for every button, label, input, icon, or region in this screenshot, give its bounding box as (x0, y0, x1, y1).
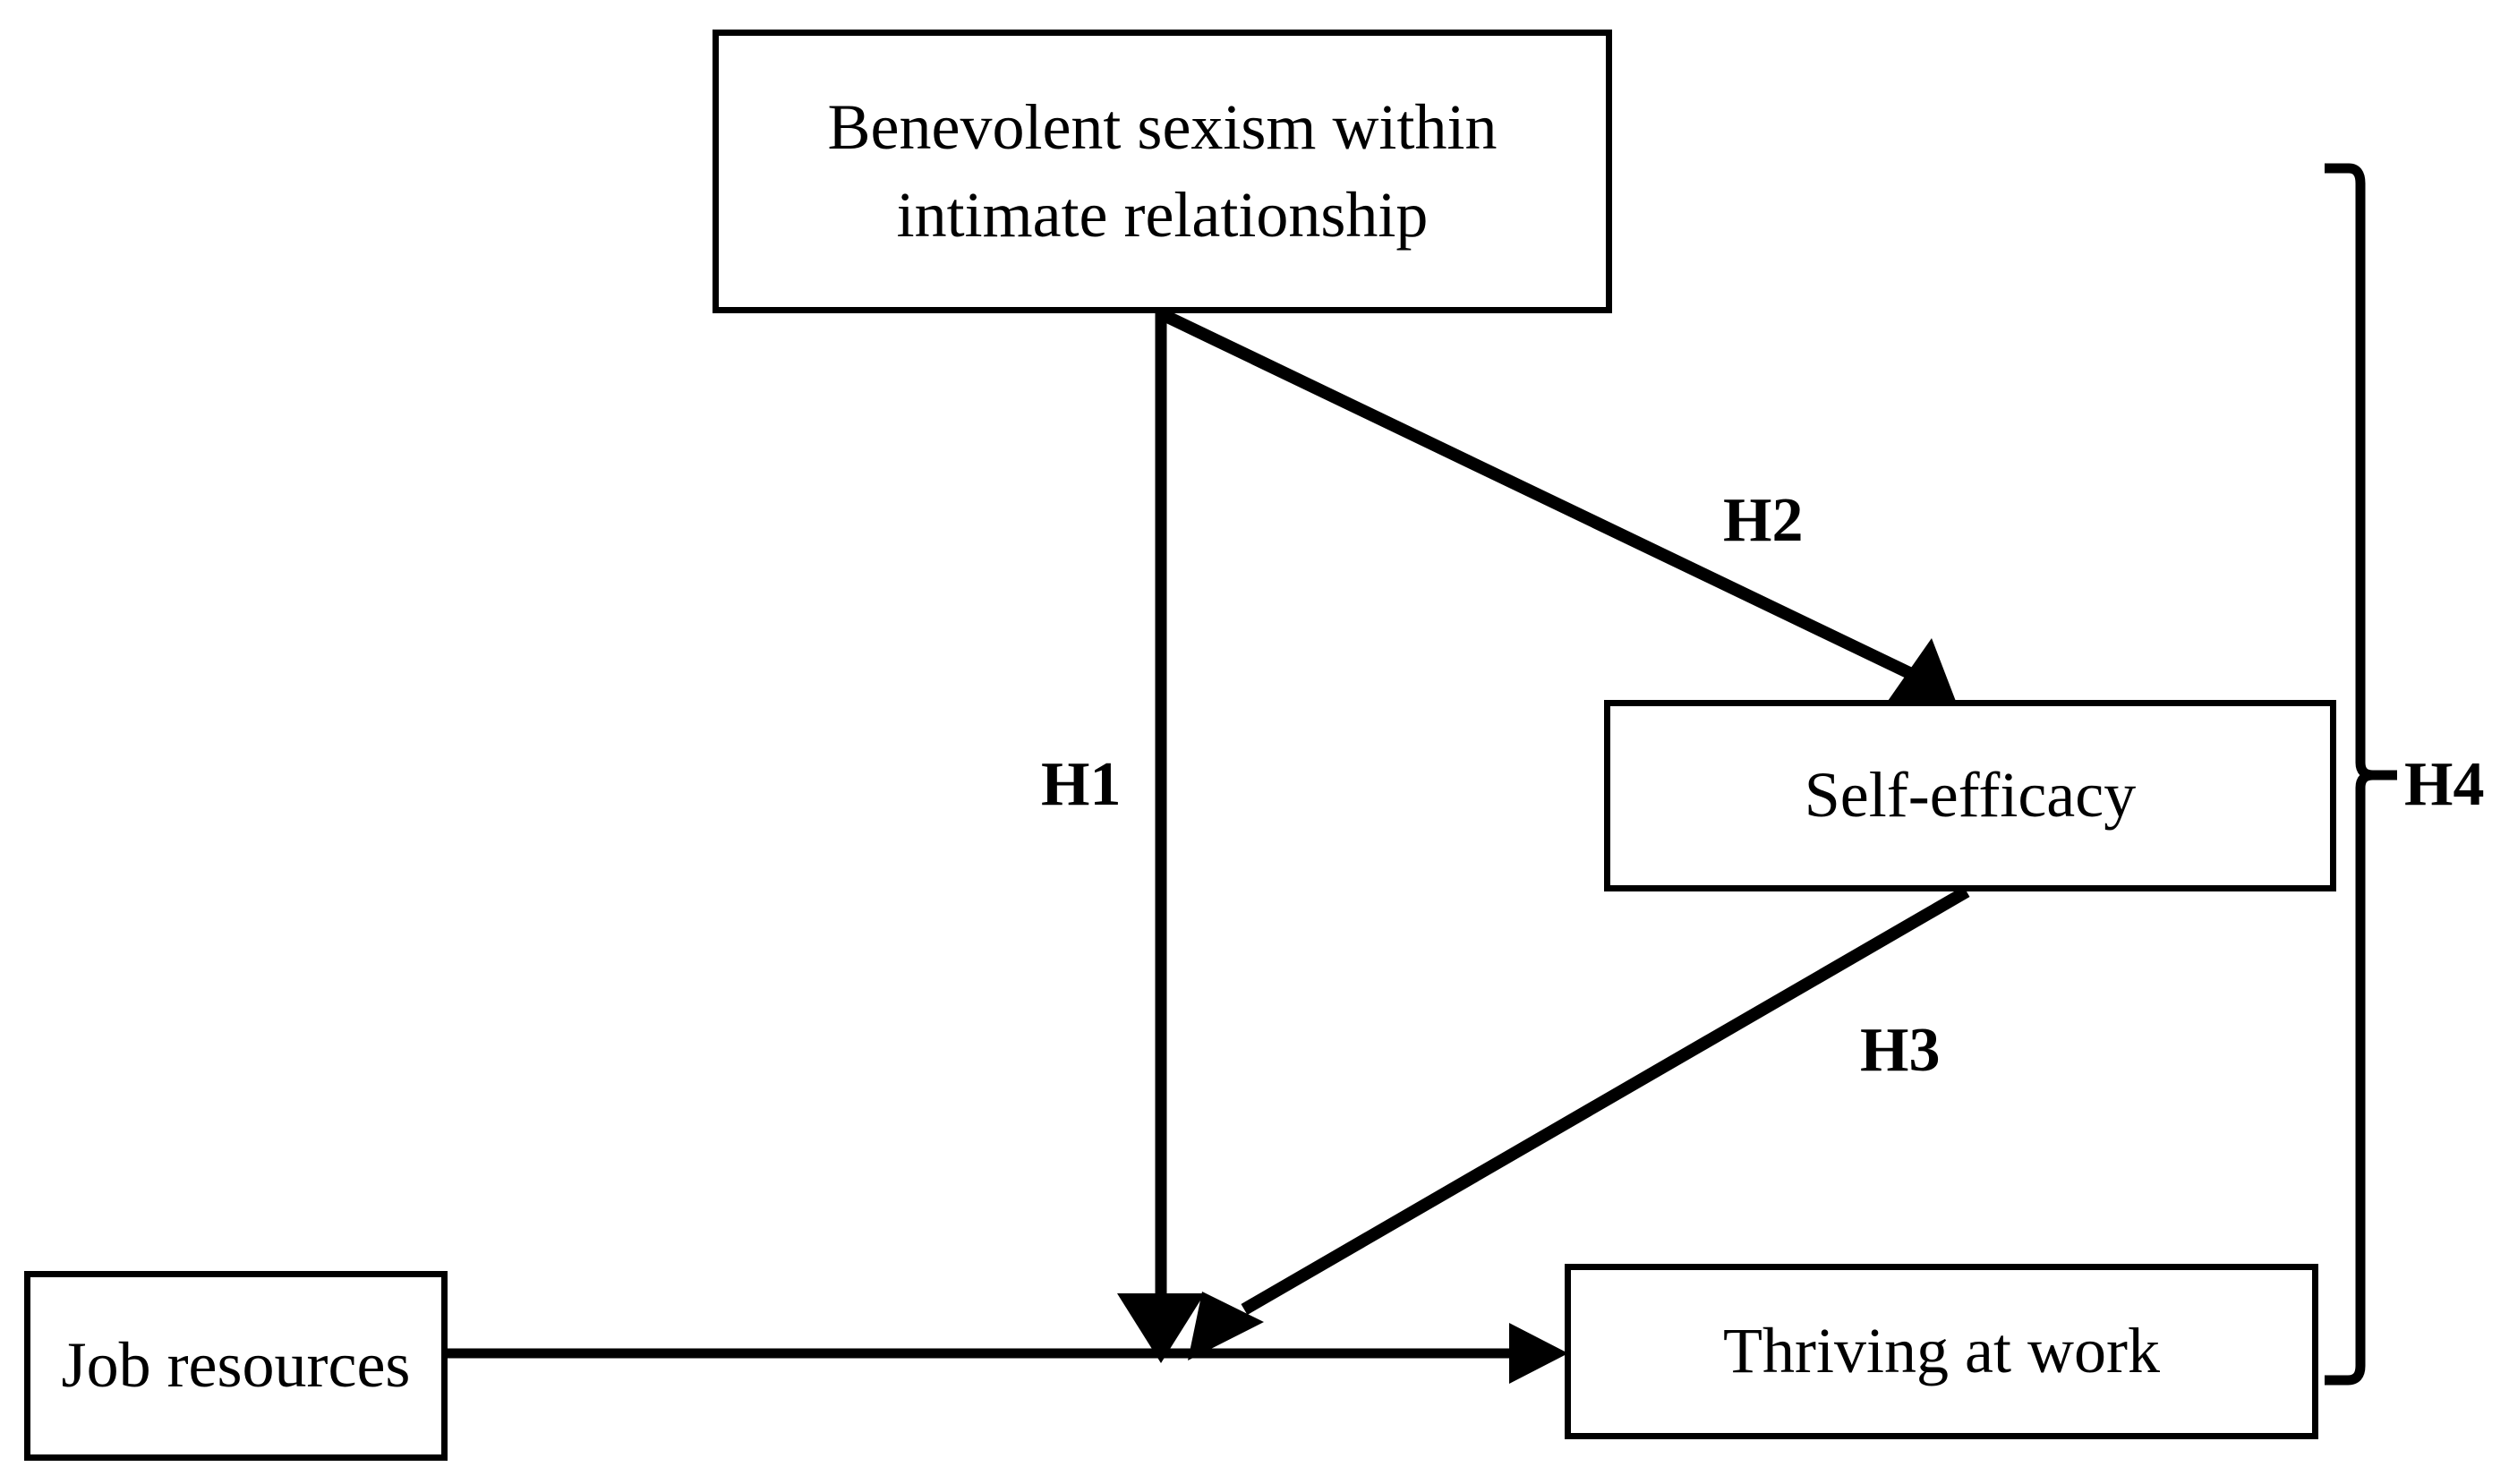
node-job-resources-label: Job resources (61, 1329, 411, 1402)
edge-label-h4: H4 (2404, 750, 2485, 819)
edge-h3 (1188, 885, 1970, 1360)
edge-h1 (1117, 312, 1205, 1363)
node-self-efficacy-label: Self-efficacy (1804, 759, 2137, 832)
node-thriving-at-work-label: Thriving at work (1723, 1315, 2160, 1387)
node-job-resources[interactable]: Job resources (24, 1271, 448, 1461)
node-thriving-at-work[interactable]: Thriving at work (1565, 1264, 2318, 1439)
edge-h4-bracket (2325, 163, 2397, 1386)
edge-label-h3: H3 (1860, 1016, 1941, 1085)
edge-h2 (1160, 309, 1957, 704)
edge-label-h1: H1 (1041, 750, 1122, 819)
arrowhead-down-right-icon (1886, 638, 1957, 704)
brace-icon (2325, 163, 2397, 1386)
node-benevolent-sexism-label: Benevolent sexism within intimate relati… (827, 91, 1498, 251)
edge-label-h2: H2 (1723, 486, 1804, 555)
node-benevolent-sexism[interactable]: Benevolent sexism within intimate relati… (713, 30, 1612, 313)
arrowhead-down-icon (1117, 1293, 1205, 1363)
arrowhead-down-left-icon (1188, 1292, 1264, 1360)
node-self-efficacy[interactable]: Self-efficacy (1604, 700, 2336, 891)
arrowhead-right-icon (1509, 1323, 1568, 1384)
edge-main-path (448, 1323, 1568, 1384)
